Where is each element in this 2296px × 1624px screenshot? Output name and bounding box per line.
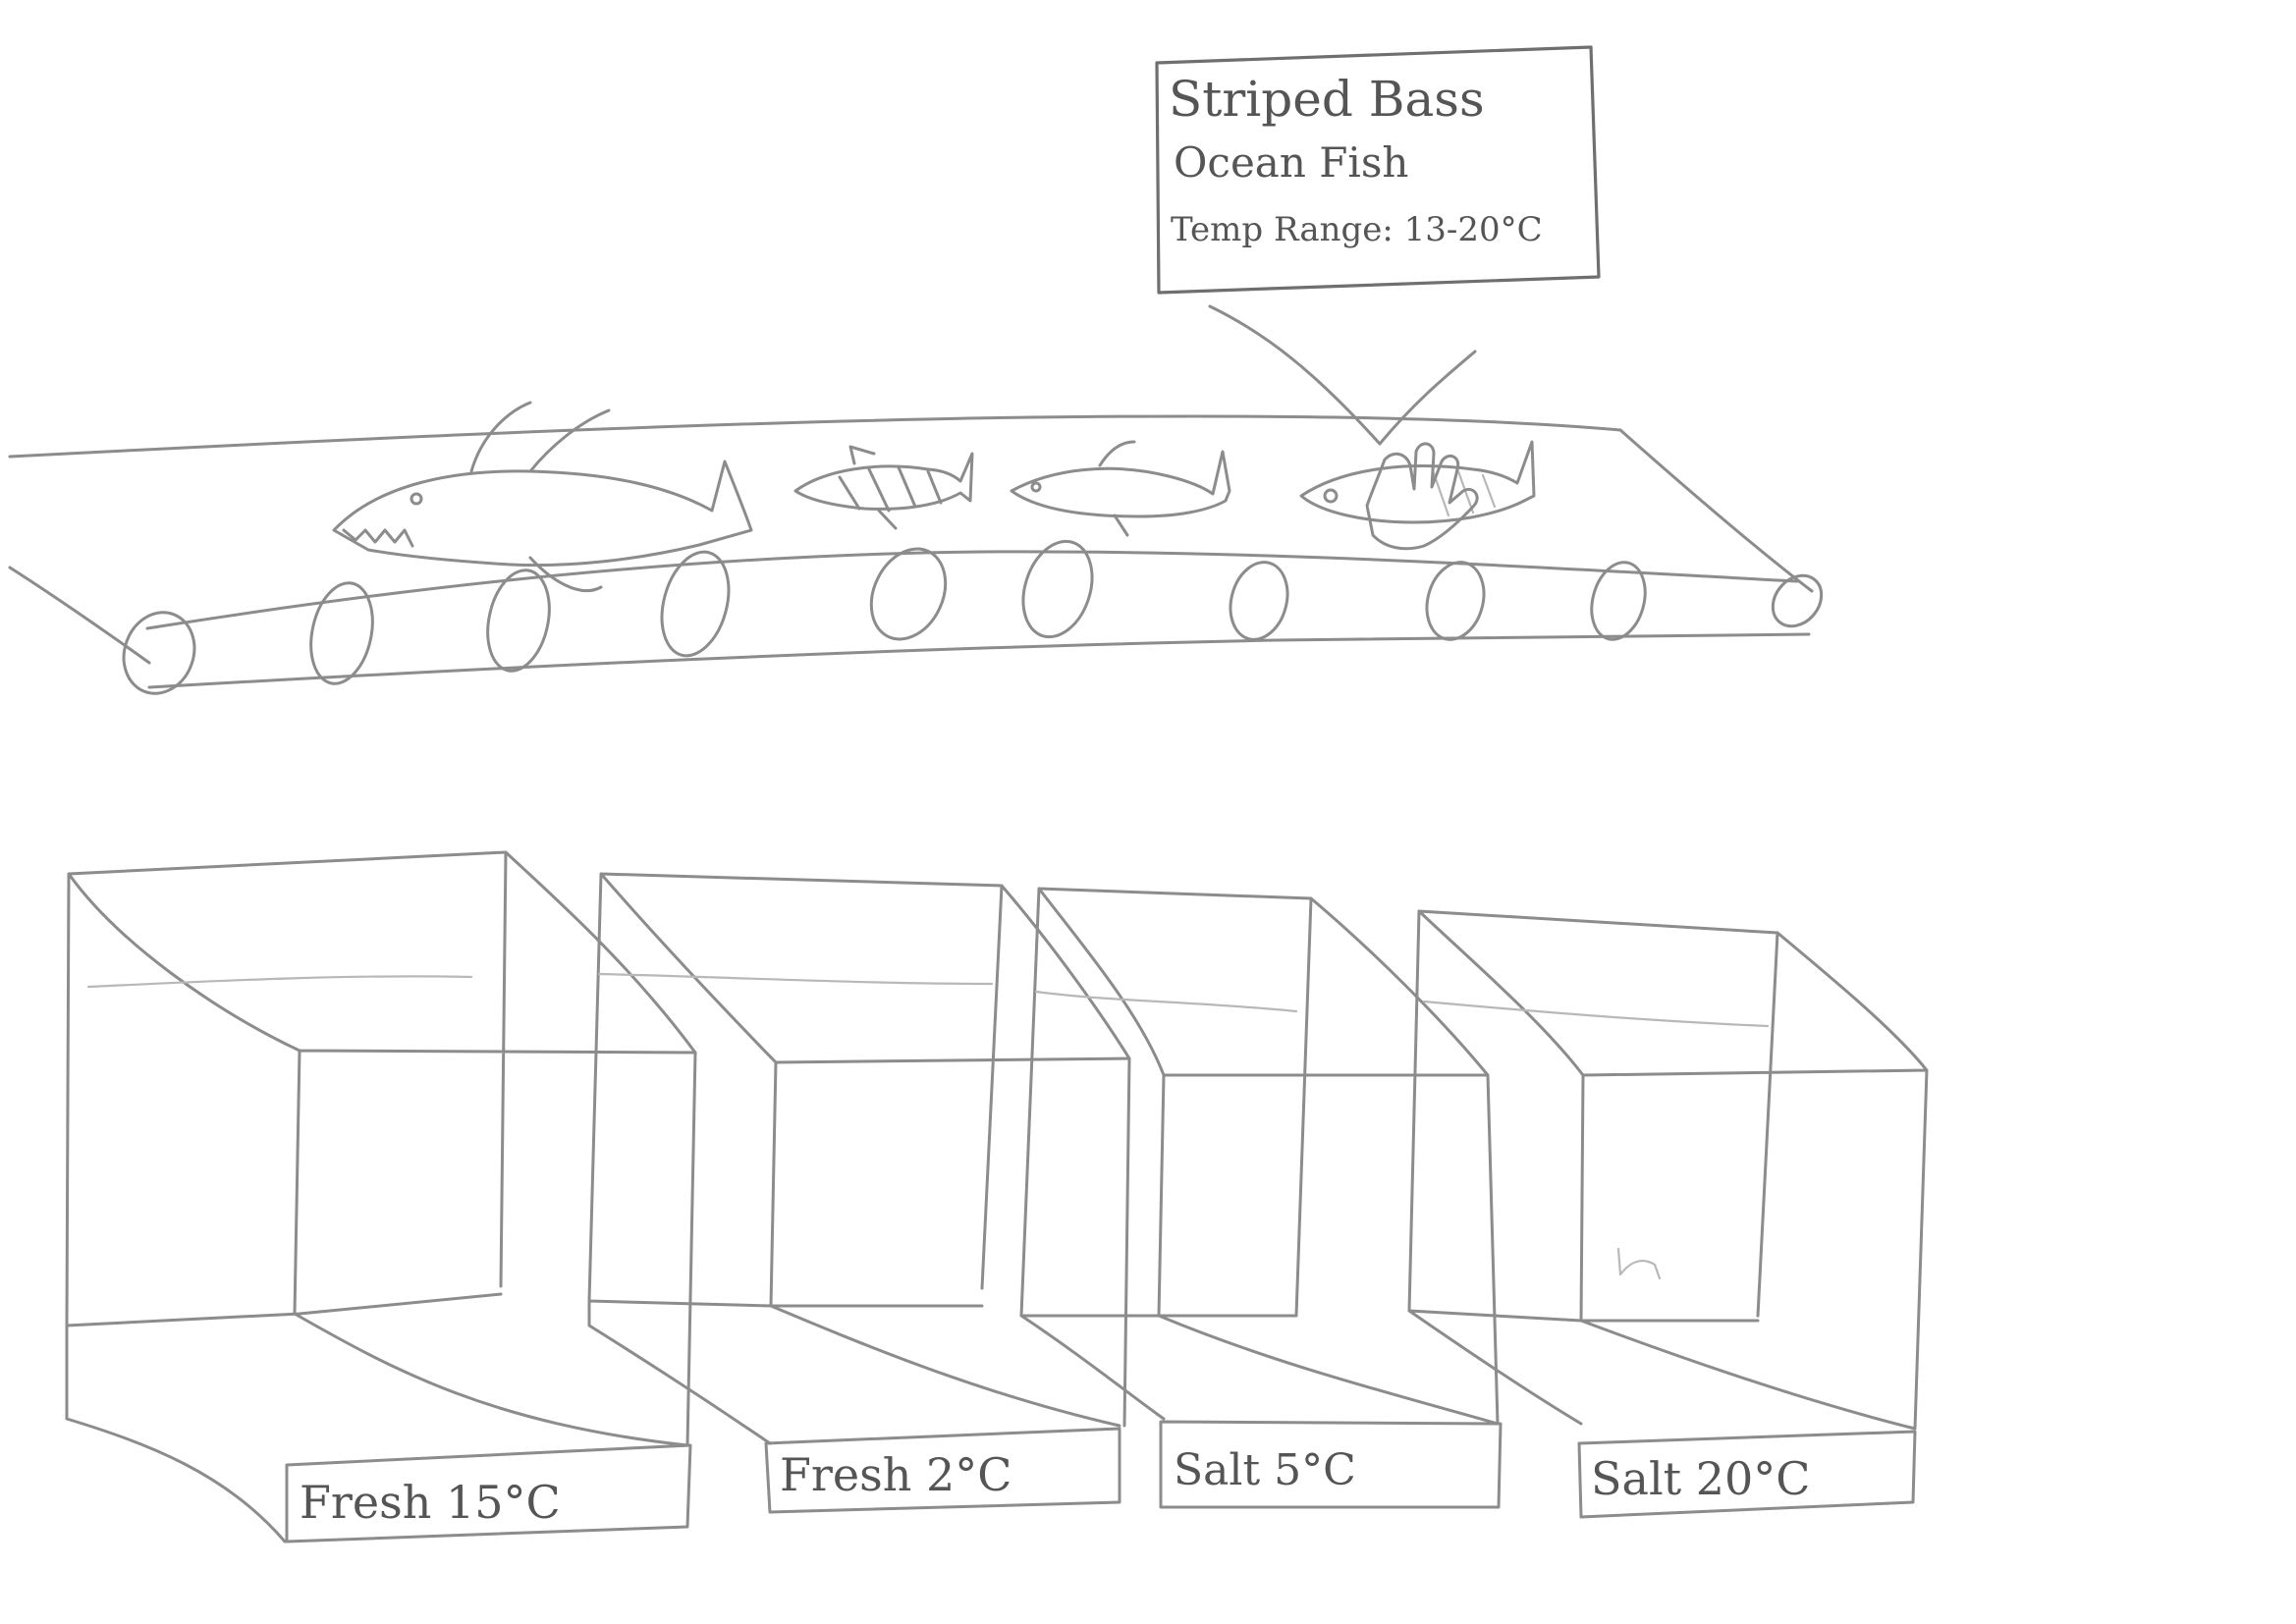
tank-waterline [1036, 992, 1296, 1011]
tank-mark [1618, 1249, 1660, 1278]
tank-frame [1021, 889, 1498, 1424]
fish-temp-range: Temp Range: 13-20°C [1171, 210, 1543, 249]
fish-name: Striped Bass [1169, 71, 1485, 128]
tank-label: Fresh 15°C [300, 1476, 561, 1529]
conveyor-right-edge [1620, 430, 1812, 591]
striped-bass-body [1301, 442, 1534, 522]
striped-bass-eye [1325, 490, 1337, 502]
conveyor-front-top [147, 552, 1797, 628]
roller [1419, 556, 1493, 646]
roller [1011, 532, 1104, 646]
tank-label: Salt 5°C [1174, 1445, 1356, 1495]
roller [1223, 556, 1296, 646]
striped-bass[interactable] [1301, 442, 1534, 522]
salmon-body [1011, 452, 1230, 516]
tank-frame [67, 852, 695, 1542]
roller [1763, 566, 1831, 635]
tank-salt-20[interactable]: Salt 20°C [1409, 911, 1927, 1517]
hand-icon[interactable] [1367, 444, 1477, 549]
hand-outline [1367, 444, 1477, 549]
shark-eye [411, 494, 421, 504]
salmon-eye [1032, 483, 1040, 491]
shark-teeth [344, 530, 412, 546]
striped-fish[interactable] [795, 447, 972, 528]
conveyor-belt [10, 416, 1831, 704]
shark-body [334, 461, 751, 566]
tank-waterline [88, 976, 471, 987]
conveyor-back-edge [10, 416, 1620, 457]
conveyor-left-edge [10, 568, 149, 663]
info-card-pointer [1210, 306, 1475, 444]
info-card[interactable]: Striped Bass Ocean Fish Temp Range: 13-2… [1157, 47, 1599, 293]
tank-fresh-15[interactable]: Fresh 15°C [67, 852, 695, 1542]
tank-frame [1409, 911, 1927, 1429]
striped-bass-stripes [1434, 471, 1495, 515]
salmon[interactable] [1011, 442, 1230, 535]
tank-salt-5[interactable]: Salt 5°C [1021, 889, 1501, 1507]
tank-waterline [599, 974, 992, 984]
roller [302, 577, 381, 689]
roller [113, 603, 206, 704]
striped-fish-fin [850, 447, 896, 528]
tank-label: Salt 20°C [1591, 1452, 1811, 1505]
tank-fresh-2[interactable]: Fresh 2°C [589, 874, 1129, 1512]
tank-label: Fresh 2°C [780, 1448, 1011, 1501]
tank-frame [589, 874, 1129, 1443]
tank-waterline [1424, 1001, 1768, 1026]
salmon-fin [1100, 442, 1134, 535]
conveyor-front-bottom [149, 634, 1809, 687]
fish-type: Ocean Fish [1174, 138, 1408, 187]
shark-dorsal-fin [471, 403, 609, 471]
